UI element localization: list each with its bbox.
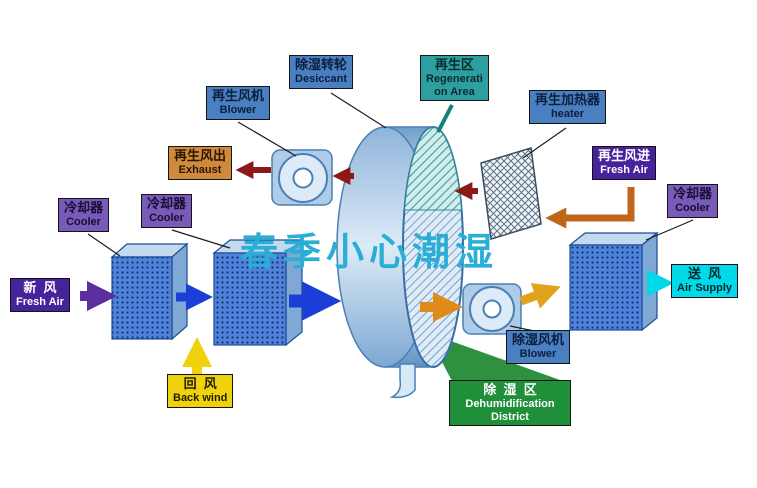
regen-fan (271, 149, 333, 206)
desiccant-wheel (336, 126, 464, 399)
process-fan (462, 283, 522, 335)
dehumid-blower-label: 除湿风机 Blower (506, 330, 571, 364)
cooler-right-en: Cooler (675, 201, 710, 214)
regen-blower-label: 再生风机 Blower (206, 86, 271, 120)
regen-area-en2: on Area (434, 85, 475, 98)
cooler-mid-en: Cooler (149, 211, 184, 224)
dehumid-district-en1: Dehumidification (465, 397, 555, 410)
dehumid-blower-zh: 除湿风机 (512, 332, 565, 347)
cooler-left-label: 冷却器 Cooler (58, 198, 110, 232)
regen-area-connector (436, 104, 454, 133)
air-supply-en: Air Supply (677, 281, 733, 294)
arrow-fan-to-cooler (519, 283, 561, 309)
regen-blower-en: Blower (219, 103, 257, 116)
cooler-unit-right (568, 231, 659, 332)
cooler-unit-left (110, 242, 189, 341)
regen-area-zh: 再生区 (434, 57, 474, 72)
cooler-right-zh: 冷却器 (673, 186, 713, 201)
dehumid-blower-en: Blower (519, 347, 557, 360)
desiccant-zh: 除湿转轮 (295, 57, 348, 72)
fresh-air-zh: 新 风 (23, 280, 57, 295)
back-wind-zh: 回 风 (183, 376, 217, 391)
back-wind-label: 回 风 Back wind (167, 374, 234, 408)
arrow-regen-air-to-heater (545, 187, 635, 229)
air-supply-zh: 送 风 (687, 266, 722, 281)
exhaust-label: 再生风出 Exhaust (168, 146, 233, 180)
cooler-right-label: 冷却器 Cooler (667, 184, 719, 218)
fresh-air-en: Fresh Air (16, 295, 64, 308)
air-supply-label: 送 风 Air Supply (671, 264, 739, 298)
dehumid-district-label: 除 湿 区 Dehumidification District (449, 380, 571, 427)
dehumid-district-en2: District (491, 410, 529, 423)
cooler-mid-label: 冷却器 Cooler (141, 194, 193, 228)
dehumid-district-zh: 除 湿 区 (483, 382, 537, 397)
wheel-regeneration-sector (403, 127, 463, 211)
desiccant-label: 除湿转轮 Desiccant (289, 55, 354, 89)
fresh-air-label: 新 风 Fresh Air (10, 278, 70, 312)
regen-heater-en: heater (550, 107, 585, 120)
regen-area-en1: Regenerati (426, 72, 483, 85)
exhaust-zh: 再生风出 (174, 148, 227, 163)
regen-fresh-air-zh: 再生风进 (598, 148, 651, 163)
regen-fresh-air-en: Fresh Air (600, 163, 648, 176)
back-wind-en: Back wind (173, 391, 228, 404)
cooler-left-zh: 冷却器 (64, 200, 104, 215)
regen-fresh-air-label: 再生风进 Fresh Air (592, 146, 657, 180)
regen-blower-zh: 再生风机 (212, 88, 265, 103)
flow-arrows (80, 161, 674, 376)
cooler-left-en: Cooler (66, 215, 101, 228)
wheel-bottom-curl (389, 363, 416, 399)
desiccant-en: Desiccant (295, 72, 347, 85)
exhaust-en: Exhaust (178, 163, 222, 176)
regen-heater-unit (480, 147, 542, 240)
dehumid-zone-wedge (424, 328, 560, 381)
cooler-unit-mid (212, 238, 304, 347)
cooler-mid-zh: 冷却器 (147, 196, 187, 211)
regen-heater-label: 再生加热器 heater (529, 90, 607, 124)
regen-heater-zh: 再生加热器 (535, 92, 601, 107)
regen-area-label: 再生区 Regenerati on Area (420, 55, 489, 102)
